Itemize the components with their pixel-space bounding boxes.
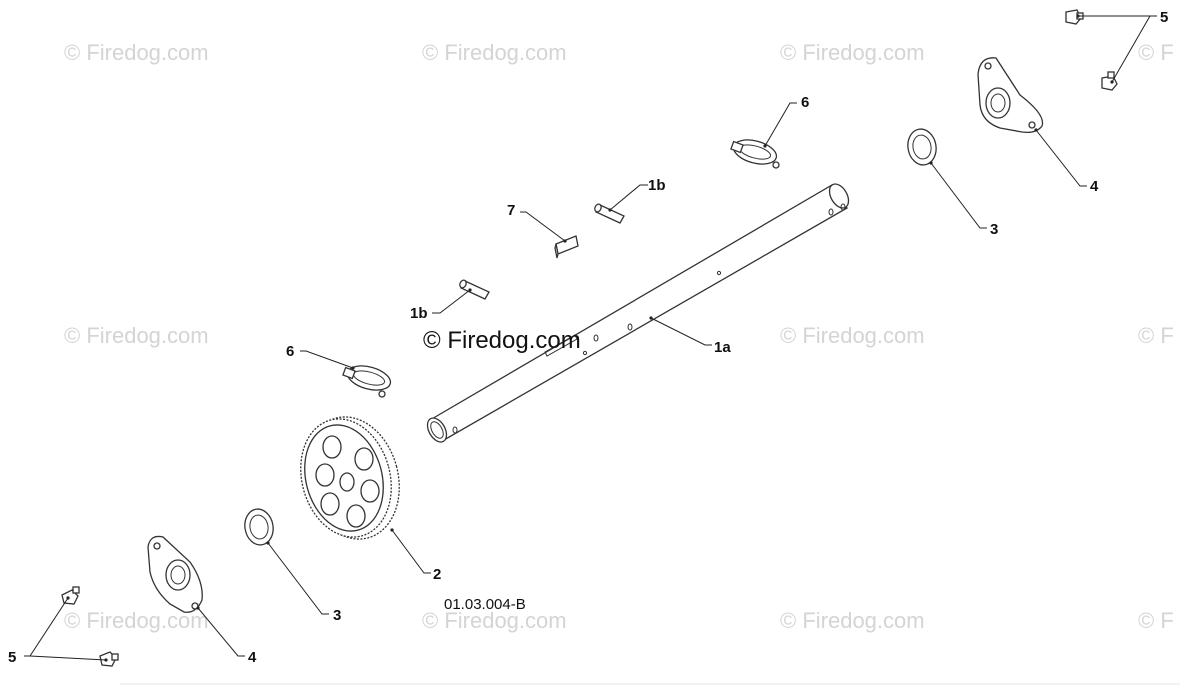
leader-lines [24,14,1157,662]
callout-4-left: 4 [248,649,257,666]
watermark-text: © Firedog.com [780,40,925,65]
callout-6-left: 6 [286,343,294,360]
watermark-text: © F [1138,323,1174,348]
gear-icon [300,416,400,540]
shaft-icon [426,183,850,443]
key-icon [554,235,579,259]
watermark-grid: © Firedog.com © Firedog.com © Firedog.co… [64,40,1174,633]
watermark-text: © Firedog.com [422,608,567,633]
bearing-flange-icon [147,535,203,613]
callout-1a: 1a [714,339,731,356]
callout-5-right: 5 [1160,9,1168,26]
callout-1b-upper: 1b [648,177,666,194]
main-watermark: © Firedog.com [423,327,581,354]
washer-icon [244,508,274,546]
watermark-text: © F [1138,608,1174,633]
callout-7: 7 [507,202,515,219]
watermark-text: © Firedog.com [780,323,925,348]
bolt-icon [61,586,80,605]
roll-pin-icon [594,203,625,224]
callout-5-left: 5 [8,649,16,666]
bolt-icon [1101,71,1118,91]
callout-labels: 1a 1b 1b 7 6 6 3 4 5 2 3 4 5 [8,9,1168,666]
bolt-icon [1065,9,1084,25]
callout-1b-lower: 1b [410,305,428,322]
callout-3-right: 3 [990,221,998,238]
bearing-flange-icon [977,57,1044,134]
watermark-text: © Firedog.com [422,40,567,65]
hairpin-clip-icon [730,139,780,169]
callout-6-right: 6 [801,94,809,111]
watermark-text: © Firedog.com [780,608,925,633]
watermark-text: © Firedog.com [64,40,209,65]
watermark-text: © Firedog.com [64,323,209,348]
drawing-code: 01.03.004-B [444,596,526,613]
bolt-icon [99,651,119,667]
washer-icon [907,128,937,166]
watermark-text: © F [1138,40,1174,65]
roll-pin-icon [459,279,490,300]
callout-3-left: 3 [333,607,341,624]
hairpin-clip-icon [342,365,392,398]
callout-2: 2 [433,566,441,583]
callout-4-right: 4 [1090,178,1099,195]
